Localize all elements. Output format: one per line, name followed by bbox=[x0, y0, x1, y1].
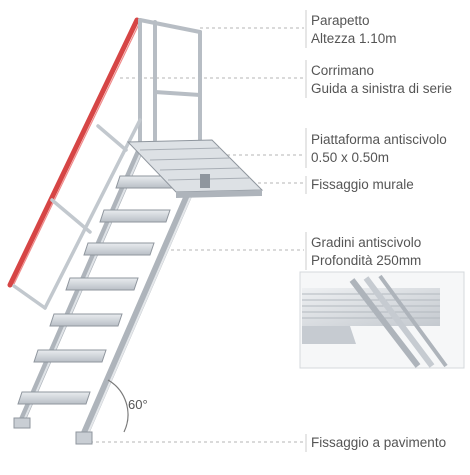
label-gradini: Gradini antiscivolo Profondità 250mm bbox=[311, 234, 421, 270]
step-detail-zoom bbox=[299, 271, 465, 369]
wall-bracket bbox=[200, 174, 210, 188]
label-piattaforma-title: Piattaforma antiscivolo bbox=[311, 132, 447, 147]
label-parapetto-detail: Altezza 1.10m bbox=[311, 31, 397, 46]
side-frame bbox=[12, 118, 142, 310]
guard-rail bbox=[138, 18, 202, 152]
angle-arc bbox=[107, 379, 129, 433]
step-5 bbox=[83, 242, 155, 256]
step-3 bbox=[49, 313, 123, 327]
angle-label: 60° bbox=[128, 397, 148, 412]
label-corrimano-detail: Guida a sinistra di serie bbox=[311, 81, 453, 96]
leader-lines bbox=[90, 27, 304, 443]
floor-fixing bbox=[13, 417, 93, 445]
platform bbox=[126, 139, 264, 198]
step-6 bbox=[99, 209, 171, 223]
step-2 bbox=[33, 349, 107, 363]
label-parapetto-title: Parapetto bbox=[311, 13, 370, 28]
label-fissaggio-pavimento-title: Fissaggio a pavimento bbox=[311, 435, 447, 450]
label-piattaforma: Piattaforma antiscivolo 0.50 x 0.50m bbox=[311, 131, 447, 167]
label-corrimano-title: Corrimano bbox=[311, 63, 375, 78]
label-gradini-title: Gradini antiscivolo bbox=[311, 235, 422, 250]
label-piattaforma-detail: 0.50 x 0.50m bbox=[311, 150, 390, 165]
label-fissaggio-murale-title: Fissaggio murale bbox=[311, 177, 414, 192]
step-4 bbox=[65, 277, 139, 291]
label-gradini-detail: Profondità 250mm bbox=[311, 253, 422, 268]
label-corrimano: Corrimano Guida a sinistra di serie bbox=[311, 62, 452, 98]
label-fissaggio-murale: Fissaggio murale bbox=[311, 176, 414, 194]
label-parapetto: Parapetto Altezza 1.10m bbox=[311, 12, 397, 48]
steps bbox=[17, 175, 187, 405]
label-fissaggio-pavimento: Fissaggio a pavimento bbox=[311, 434, 446, 452]
step-1 bbox=[17, 391, 91, 405]
red-handrail bbox=[7, 17, 141, 288]
